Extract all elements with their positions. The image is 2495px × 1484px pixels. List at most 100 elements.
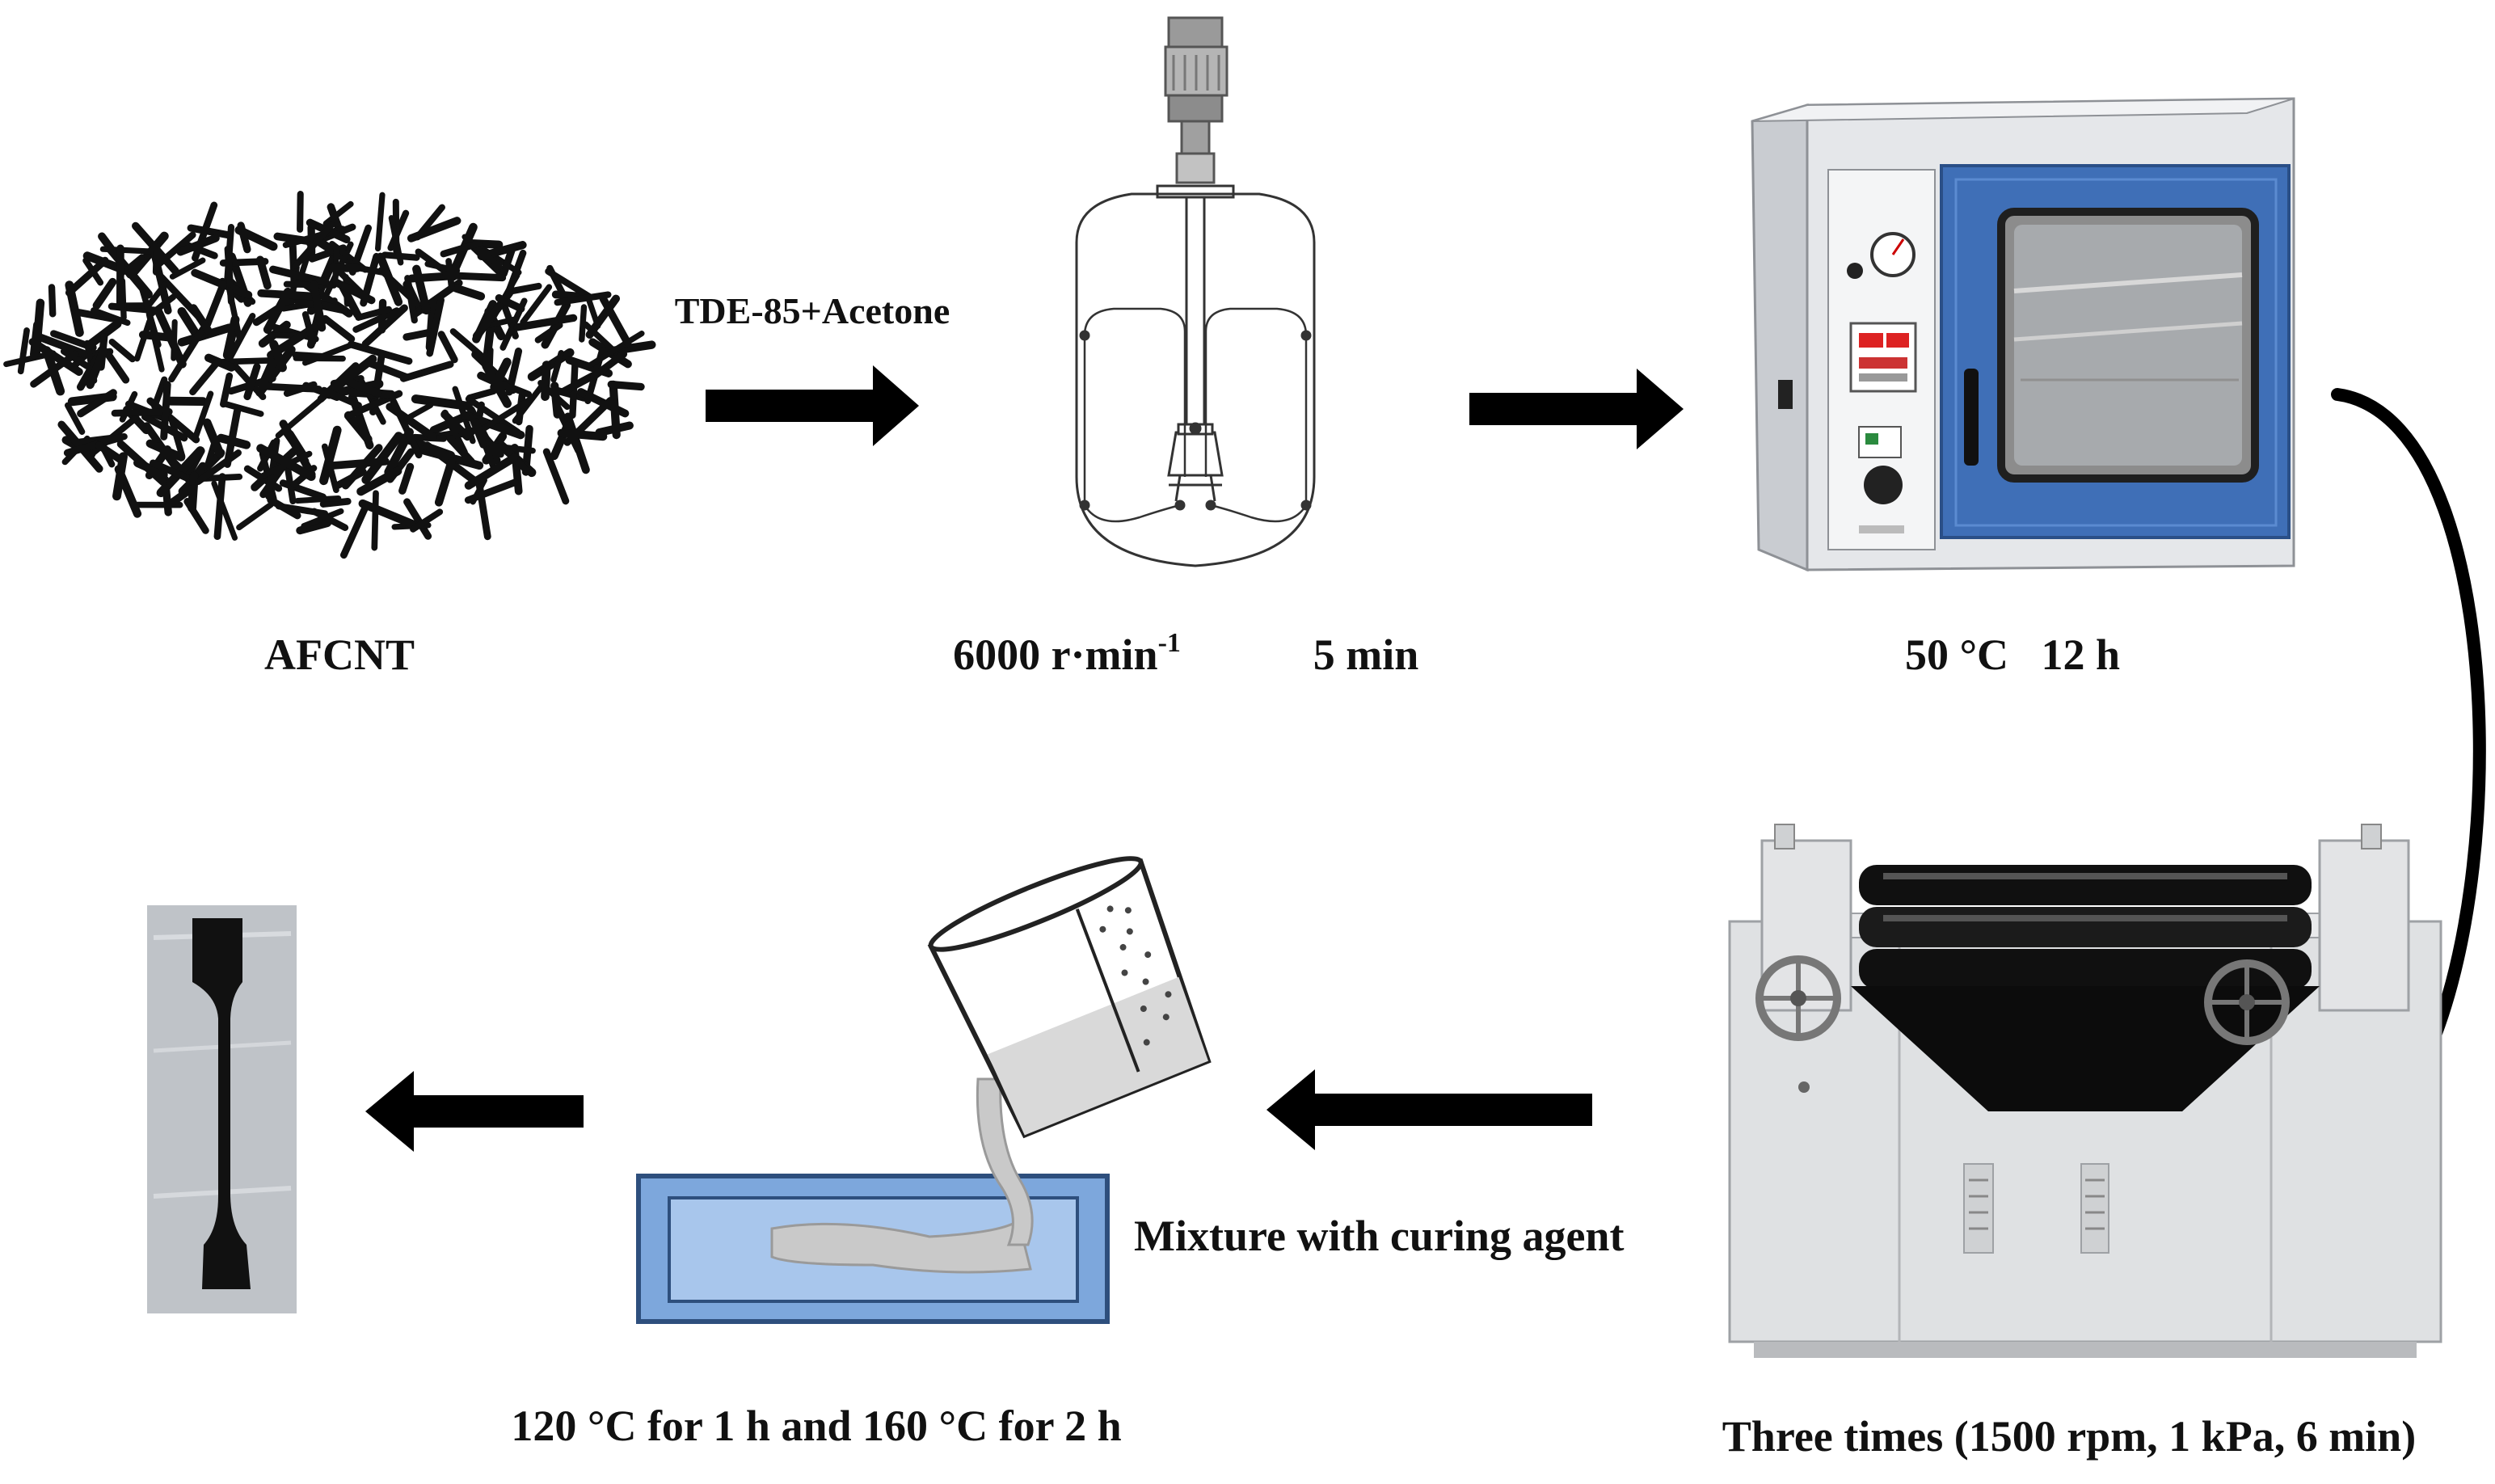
- arrow-to-oven: [1469, 369, 1684, 449]
- carbon-nanotube-cluster-icon: [3, 191, 656, 559]
- nanotube: [479, 395, 535, 432]
- nanotube: [60, 348, 91, 369]
- nanotube: [375, 192, 386, 252]
- nanotube: [399, 360, 454, 382]
- nanotube: [583, 321, 619, 356]
- stirring-time-label: 5 min: [1313, 630, 1419, 679]
- nanotube: [63, 433, 125, 457]
- nanotube: [319, 497, 352, 508]
- nanotube: [292, 352, 331, 361]
- nanotube: [464, 453, 519, 490]
- nanotube: [341, 444, 383, 490]
- nanotube: [116, 440, 167, 487]
- nanotube: [344, 377, 382, 398]
- nanotube: [352, 307, 400, 333]
- nanotube: [259, 456, 292, 499]
- nanotube: [165, 485, 195, 509]
- nanotube: [111, 408, 173, 417]
- nanotube: [426, 296, 445, 357]
- nanotube: [86, 346, 108, 390]
- nanotube: [145, 281, 168, 309]
- nanotube: [404, 275, 418, 324]
- nanotube: [410, 508, 444, 533]
- nanotube: [325, 457, 390, 470]
- nanotube: [504, 249, 527, 300]
- nanotube: [77, 389, 117, 418]
- nanotube: [204, 280, 228, 328]
- nanotube: [108, 339, 136, 363]
- nanotube: [449, 328, 484, 359]
- nanotube: [384, 428, 414, 477]
- nanotube: [192, 390, 214, 443]
- nanotube: [599, 295, 632, 348]
- nanotube: [398, 462, 415, 495]
- nanotube: [155, 231, 196, 268]
- mold-tray-icon: [636, 1174, 1110, 1324]
- nanotube: [371, 490, 379, 551]
- nanotube: [177, 306, 203, 342]
- nanotube: [263, 287, 293, 334]
- nanotube: [550, 350, 564, 383]
- nanotube: [490, 357, 512, 392]
- arrow-to-mold: [1266, 1069, 1592, 1150]
- nanotube: [554, 291, 612, 306]
- nanotube: [442, 272, 507, 282]
- nanotube: [527, 348, 575, 382]
- nanotube: [258, 354, 279, 390]
- nanotube: [609, 380, 621, 440]
- nanotube: [607, 380, 645, 391]
- nanotube: [403, 498, 432, 540]
- nanotube: [487, 316, 520, 328]
- nanotube: [310, 508, 349, 531]
- nanotube: [310, 280, 327, 332]
- nanotube: [65, 256, 109, 297]
- nanotube: [513, 314, 578, 331]
- nanotube: [177, 323, 234, 347]
- nanotube: [499, 246, 516, 278]
- nanotube: [468, 414, 487, 449]
- nanotube: [546, 264, 568, 300]
- nanotube: [279, 479, 327, 501]
- nanotube: [440, 239, 483, 258]
- nanotube: [133, 318, 153, 362]
- nanotube: [559, 372, 597, 396]
- nanotube: [390, 398, 423, 459]
- nanotube: [297, 191, 304, 233]
- nanotube: [226, 287, 242, 341]
- nanotube: [361, 304, 408, 348]
- nanotube: [590, 350, 628, 381]
- nanotube: [219, 372, 234, 408]
- nanotube: [466, 387, 497, 402]
- nanotube: [91, 307, 131, 327]
- nanotube: [411, 394, 473, 411]
- nanotube: [17, 327, 30, 375]
- nanotube: [48, 284, 57, 318]
- nanotube: [412, 264, 431, 315]
- nanotube: [269, 265, 330, 286]
- nanotube: [585, 296, 601, 329]
- nanotube: [330, 277, 376, 305]
- nanotube: [557, 428, 608, 441]
- nanotube: [294, 495, 342, 504]
- nanotube: [319, 425, 342, 486]
- nanotube: [112, 452, 128, 501]
- nanotube: [356, 466, 402, 496]
- dogbone-specimen-icon: [147, 905, 297, 1313]
- nanotube: [403, 403, 434, 422]
- nanotube: [176, 234, 220, 256]
- nanotube: [243, 363, 261, 401]
- nanotube: [331, 354, 377, 392]
- nanotube: [376, 252, 403, 306]
- afcnt-label: AFCNT: [264, 630, 415, 679]
- nanotube: [542, 448, 570, 505]
- nanotube: [139, 286, 162, 348]
- vacuum-drying-oven-icon: [1751, 97, 2295, 572]
- curing-label: 120 °C for 1 h and 160 °C for 2 h: [511, 1402, 1121, 1450]
- nanotube: [237, 221, 251, 254]
- nanotube: [187, 224, 232, 239]
- drying-label: 50 °C 12 h: [1905, 630, 2120, 679]
- nanotube: [213, 473, 226, 541]
- solvent-label: TDE-85+Acetone: [675, 290, 950, 331]
- nanotube: [446, 435, 475, 466]
- nanotube: [149, 459, 191, 482]
